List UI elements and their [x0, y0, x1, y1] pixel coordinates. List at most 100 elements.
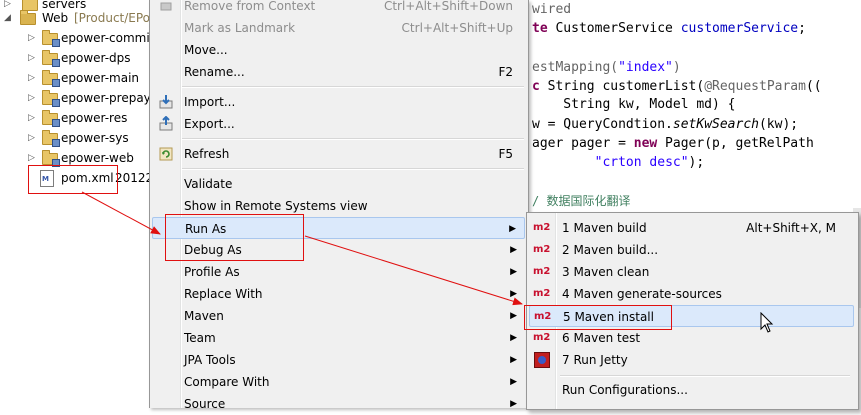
import-icon: [158, 94, 174, 110]
menu-item-maven[interactable]: Maven ▶: [152, 305, 525, 327]
jetty-icon: [534, 352, 550, 368]
menu-item-validate[interactable]: Validate: [152, 173, 525, 195]
annotation-box-pom-xml: [28, 165, 118, 194]
expand-arrow-icon[interactable]: ▷: [28, 73, 35, 83]
menu-item-import[interactable]: Import...: [152, 91, 525, 113]
annotation-box-run-debug-as: [165, 214, 304, 261]
code-comment-line: / 数据国际化翻译: [532, 194, 631, 208]
menu-item-shortcut: Ctrl+Alt+Shift+Up: [401, 21, 513, 35]
expand-arrow-icon[interactable]: ▷: [28, 153, 35, 163]
menu-item-shortcut: F5: [498, 147, 513, 161]
maven-m2-icon: m2: [533, 266, 551, 277]
menu-item-label: JPA Tools: [184, 353, 236, 367]
expand-arrow-icon[interactable]: ▷: [28, 93, 35, 103]
annotation-box-maven-install: [524, 305, 672, 330]
submenu-item-maven-build[interactable]: m2 1 Maven build Alt+Shift+X, M: [529, 217, 854, 239]
tree-item-label: Web: [42, 11, 69, 25]
submenu-arrow-icon: ▶: [509, 224, 516, 234]
maven-module-folder-icon: [42, 50, 60, 67]
tree-item-label: epower-dps: [61, 51, 131, 65]
code-line: "crton desc");: [594, 155, 705, 170]
code-line: w = QueryCondtion.setKwSearch(kw);: [532, 117, 799, 132]
submenu-item-run-configurations[interactable]: Run Configurations...: [529, 379, 854, 401]
submenu-item-label: 5 Maven install: [563, 310, 654, 324]
submenu-arrow-icon: ▶: [510, 333, 517, 343]
submenu-item-run-jetty[interactable]: 7 Run Jetty: [529, 349, 854, 371]
menu-item-label: Maven: [184, 309, 224, 323]
submenu-arrow-icon: ▶: [510, 377, 517, 387]
submenu-arrow-icon: ▶: [510, 311, 517, 321]
submenu-item-shortcut: Alt+Shift+X, M: [746, 221, 836, 235]
maven-module-folder-icon: [42, 90, 60, 107]
menu-item-rename[interactable]: Rename... F2: [152, 61, 525, 83]
run-as-submenu: m2 1 Maven build Alt+Shift+X, M m2 2 Mav…: [526, 212, 859, 410]
menu-item-export[interactable]: Export...: [152, 113, 525, 135]
menu-item-label: Team: [184, 331, 216, 345]
submenu-arrow-icon: ▶: [510, 289, 517, 299]
menu-item-debug-as[interactable]: Debug As ▶: [152, 239, 525, 261]
expand-arrow-icon[interactable]: ▷: [4, 0, 11, 9]
maven-module-folder-icon: [42, 110, 60, 127]
menu-item-label: Remove from Context: [184, 0, 316, 13]
menu-item-remove-from-context[interactable]: Remove from Context Ctrl+Alt+Shift+Down: [152, 0, 525, 17]
expand-arrow-icon[interactable]: ▷: [28, 53, 35, 63]
menu-item-show-in-remote-systems[interactable]: Show in Remote Systems view: [152, 195, 525, 217]
menu-item-label: Show in Remote Systems view: [184, 199, 368, 213]
menu-item-label: Run As: [185, 222, 227, 236]
menu-item-run-as[interactable]: Run As ▶: [152, 217, 525, 239]
project-folder-icon: [20, 10, 36, 25]
submenu-item-maven-clean[interactable]: m2 3 Maven clean: [529, 261, 854, 283]
menu-item-label: Mark as Landmark: [184, 21, 296, 35]
menu-item-profile-as[interactable]: Profile As ▶: [152, 261, 525, 283]
menu-item-label: Refresh: [184, 147, 230, 161]
tree-item-label: epower-commi: [61, 31, 150, 45]
submenu-item-maven-generate-sources[interactable]: m2 4 Maven generate-sources: [529, 283, 854, 305]
arrow-to-run-as: [81, 191, 161, 235]
menu-item-label: Validate: [184, 177, 233, 191]
menu-item-team[interactable]: Team ▶: [152, 327, 525, 349]
maven-m2-icon: m2: [533, 332, 551, 343]
menu-item-jpa-tools[interactable]: JPA Tools ▶: [152, 349, 525, 371]
tree-item-decoration: [Product/EPo: [74, 11, 151, 25]
submenu-item-maven-test[interactable]: m2 6 Maven test: [529, 327, 854, 349]
menu-item-replace-with[interactable]: Replace With ▶: [152, 283, 525, 305]
maven-module-folder-icon: [42, 150, 60, 167]
tree-item-label: epower-web: [61, 151, 134, 165]
tree-item-label: epower-main: [61, 71, 140, 85]
submenu-item-maven-install[interactable]: m2 5 Maven install: [529, 305, 854, 327]
menu-item-move[interactable]: Move...: [152, 39, 525, 61]
refresh-icon: [158, 146, 174, 162]
expand-arrow-icon[interactable]: ▷: [28, 33, 35, 43]
code-line: ager pager = new Pager(p, getRelPath: [532, 136, 814, 151]
menu-item-label: Import...: [184, 95, 236, 109]
mouse-cursor-icon: [760, 312, 774, 333]
menu-item-compare-with[interactable]: Compare With ▶: [152, 371, 525, 393]
submenu-item-maven-build-dialog[interactable]: m2 2 Maven build...: [529, 239, 854, 261]
menu-separator: [182, 138, 524, 140]
menu-item-mark-as-landmark[interactable]: Mark as Landmark Ctrl+Alt+Shift+Up: [152, 17, 525, 39]
tree-item-label: servers: [42, 0, 87, 11]
xml-file-icon: M: [40, 170, 54, 187]
maven-m2-icon: m2: [533, 244, 551, 255]
menu-icon-gutter: [180, 0, 182, 408]
folder-icon: [22, 0, 38, 11]
expand-arrow-icon[interactable]: ▷: [28, 113, 35, 123]
submenu-arrow-icon: ▶: [510, 399, 517, 409]
tree-item-label: epower-sys: [61, 131, 129, 145]
submenu-item-label: 6 Maven test: [562, 331, 641, 345]
menu-item-label: Replace With: [184, 287, 263, 301]
export-icon: [158, 115, 174, 132]
remove-context-icon: [158, 0, 174, 14]
submenu-arrow-icon: ▶: [510, 245, 517, 255]
menu-item-label: Rename...: [184, 65, 245, 79]
expand-arrow-icon[interactable]: ▷: [28, 133, 35, 143]
menu-item-label: Move...: [184, 43, 228, 57]
submenu-item-label: 1 Maven build: [562, 221, 647, 235]
submenu-item-label: 7 Run Jetty: [562, 353, 628, 367]
collapse-arrow-icon[interactable]: ◢: [4, 13, 11, 23]
maven-module-folder-icon: [42, 70, 60, 87]
menu-item-label: Debug As: [184, 243, 242, 257]
menu-item-refresh[interactable]: Refresh F5: [152, 143, 525, 165]
maven-m2-icon: m2: [533, 288, 551, 299]
